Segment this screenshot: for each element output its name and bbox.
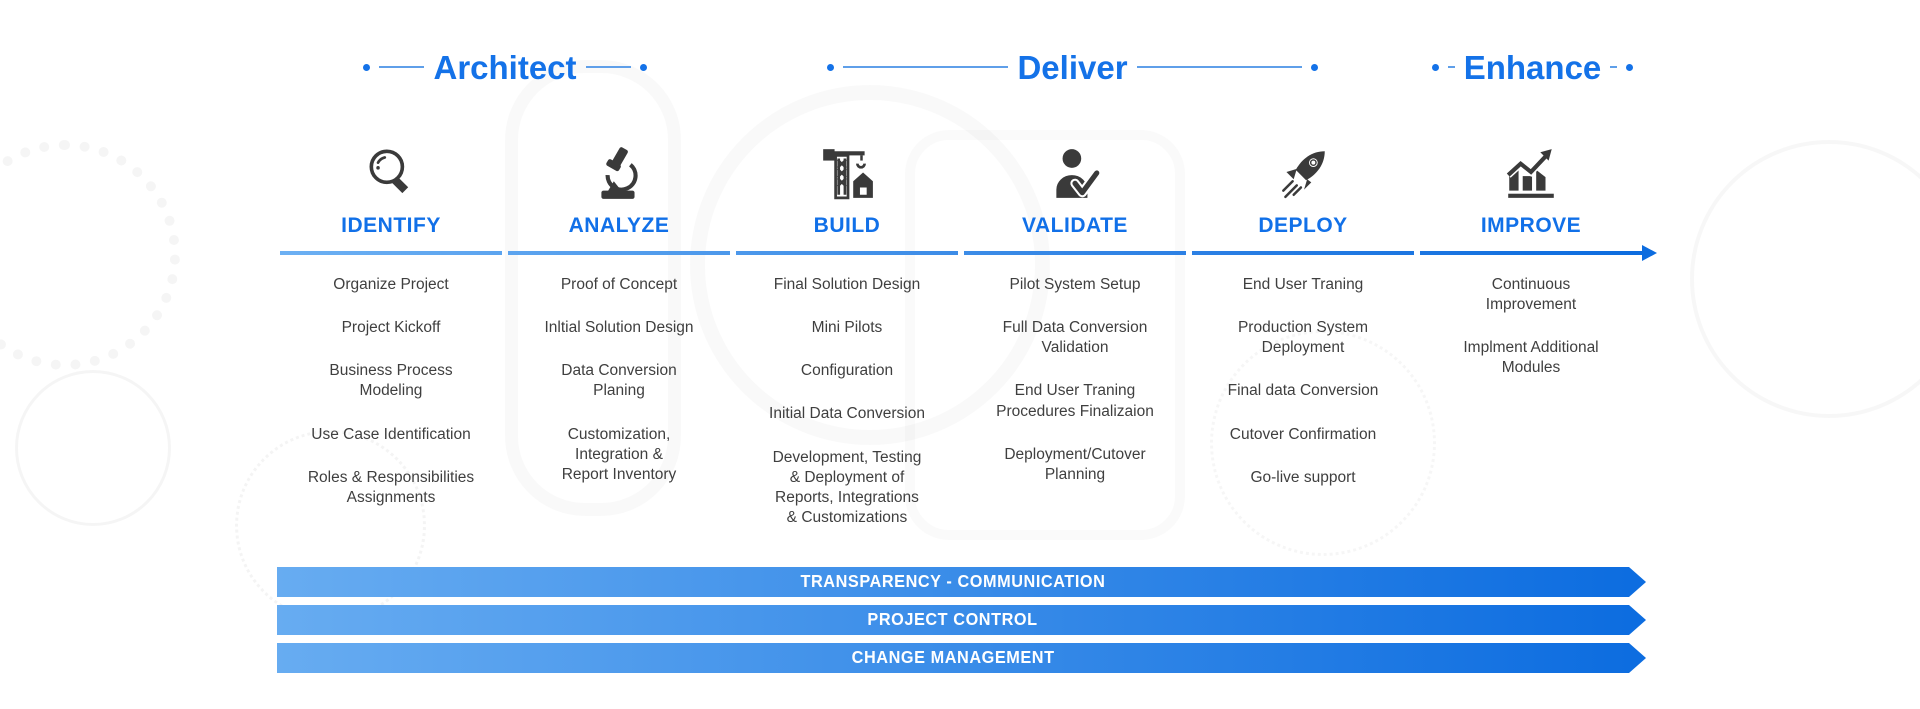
- step-list: Organize Project Project Kickoff Busines…: [308, 275, 474, 508]
- step-item: End User Traning: [1242, 276, 1364, 293]
- phase-deliver: Deliver: [827, 42, 1319, 92]
- banner-label: TRANSPARENCY - COMMUNICATION: [800, 571, 1106, 592]
- phase-label: Architect: [433, 48, 577, 86]
- column-title: BUILD: [813, 214, 881, 237]
- banner-change-management: CHANGE MANAGEMENT: [277, 643, 1646, 673]
- circle-doodle: [1690, 140, 1920, 418]
- step-item: Project Kickoff: [341, 319, 441, 337]
- step-item: Go-live support: [1250, 468, 1356, 486]
- phase-line: [843, 66, 1009, 68]
- timeline-segment: [280, 251, 502, 255]
- step-list: Proof of Concept Inltial Solution Design…: [544, 275, 693, 485]
- banner-project-control: PROJECT CONTROL: [277, 605, 1646, 635]
- phase-dot: [1311, 63, 1319, 71]
- microscope-icon: [590, 126, 648, 202]
- phase-architect: Architect: [363, 42, 648, 92]
- step-item: Continuous Improvement: [1485, 276, 1577, 314]
- step-item: Development, Testing & Deployment of Rep…: [772, 448, 922, 526]
- timeline-segment: [964, 251, 1186, 255]
- banner-transparency-communication: TRANSPARENCY - COMMUNICATION: [277, 567, 1646, 597]
- step-columns: IDENTIFY Organize Project Project Kickof…: [277, 126, 1657, 528]
- column-analyze: ANALYZE Proof of Concept Inltial Solutio…: [505, 126, 733, 528]
- banner-label: CHANGE MANAGEMENT: [851, 647, 1055, 668]
- phase-enhance: Enhance: [1432, 42, 1634, 92]
- step-item: Proof of Concept: [560, 276, 678, 293]
- column-validate: VALIDATE Pilot System Setup Full Data Co…: [961, 126, 1189, 528]
- phase-dot: [827, 63, 834, 71]
- step-list: Continuous Improvement Implment Addition…: [1463, 275, 1598, 379]
- step-list: Final Solution Design Mini Pilots Config…: [769, 275, 925, 528]
- step-item: Final Solution Design: [773, 276, 921, 293]
- step-item: Full Data Conversion Validation: [1002, 319, 1148, 357]
- timeline-segment: [736, 251, 958, 255]
- construction-crane-icon: [818, 126, 876, 202]
- step-item: Business Process Modeling: [329, 362, 453, 400]
- phase-line: [1448, 66, 1455, 68]
- lightbulb-doodle: [15, 370, 171, 526]
- column-build: BUILD Final Solution Design Mini Pilots …: [733, 126, 961, 528]
- column-title: IDENTIFY: [341, 214, 441, 237]
- phase-dot: [640, 63, 648, 71]
- timeline-segment: [1192, 251, 1414, 255]
- step-list: Pilot System Setup Full Data Conversion …: [996, 275, 1154, 485]
- column-title: ANALYZE: [568, 214, 670, 237]
- step-item: Implment Additional Modules: [1463, 339, 1599, 377]
- phase-header-row: Architect Deliver Enhance: [277, 42, 1645, 92]
- step-item: Initial Data Conversion: [769, 405, 925, 423]
- phase-line: [379, 66, 425, 68]
- banner-label: PROJECT CONTROL: [867, 609, 1039, 630]
- step-list: End User Traning Production System Deplo…: [1228, 275, 1379, 488]
- phase-dot: [1432, 63, 1439, 71]
- step-item: Deployment/Cutover Planning: [1004, 445, 1146, 483]
- step-item: Mini Pilots: [811, 319, 883, 337]
- phase-dot: [363, 63, 370, 71]
- step-item: Final data Conversion: [1227, 382, 1379, 400]
- rocket-icon: [1274, 126, 1332, 202]
- column-title: VALIDATE: [1022, 214, 1128, 237]
- column-title: DEPLOY: [1258, 214, 1348, 237]
- column-identify: IDENTIFY Organize Project Project Kickof…: [277, 126, 505, 528]
- step-item: End User Traning Procedures Finalizaion: [996, 382, 1154, 420]
- column-improve: IMPROVE Continuous Improvement Implment …: [1417, 126, 1657, 528]
- phase-dot: [1626, 63, 1634, 71]
- phase-label: Deliver: [1017, 48, 1128, 86]
- gear-doodle: [0, 140, 180, 370]
- person-check-icon: [1046, 126, 1104, 202]
- step-item: Use Case Identification: [311, 425, 471, 443]
- growth-chart-icon: [1502, 126, 1560, 202]
- phase-label: Enhance: [1463, 48, 1602, 86]
- column-deploy: DEPLOY End User Traning Production Syste…: [1189, 126, 1417, 528]
- step-item: Organize Project: [333, 276, 449, 293]
- column-title: IMPROVE: [1480, 214, 1582, 237]
- step-item: Configuration: [800, 362, 894, 380]
- phase-line: [1136, 66, 1303, 68]
- step-item: Production System Deployment: [1237, 319, 1369, 357]
- phase-line: [585, 66, 632, 68]
- phase-line: [1610, 66, 1618, 68]
- magnifier-search-icon: [362, 126, 420, 202]
- step-item: Roles & Responsibilities Assignments: [307, 468, 475, 506]
- step-item: Cutover Confirmation: [1229, 425, 1377, 443]
- timeline-segment-arrow: [1420, 245, 1657, 261]
- step-item: Inltial Solution Design: [544, 319, 694, 337]
- step-item: Customization, Integration & Report Inve…: [561, 425, 677, 483]
- timeline-segment: [508, 251, 730, 255]
- step-item: Data Conversion Planing: [561, 362, 677, 400]
- step-item: Pilot System Setup: [1009, 276, 1141, 293]
